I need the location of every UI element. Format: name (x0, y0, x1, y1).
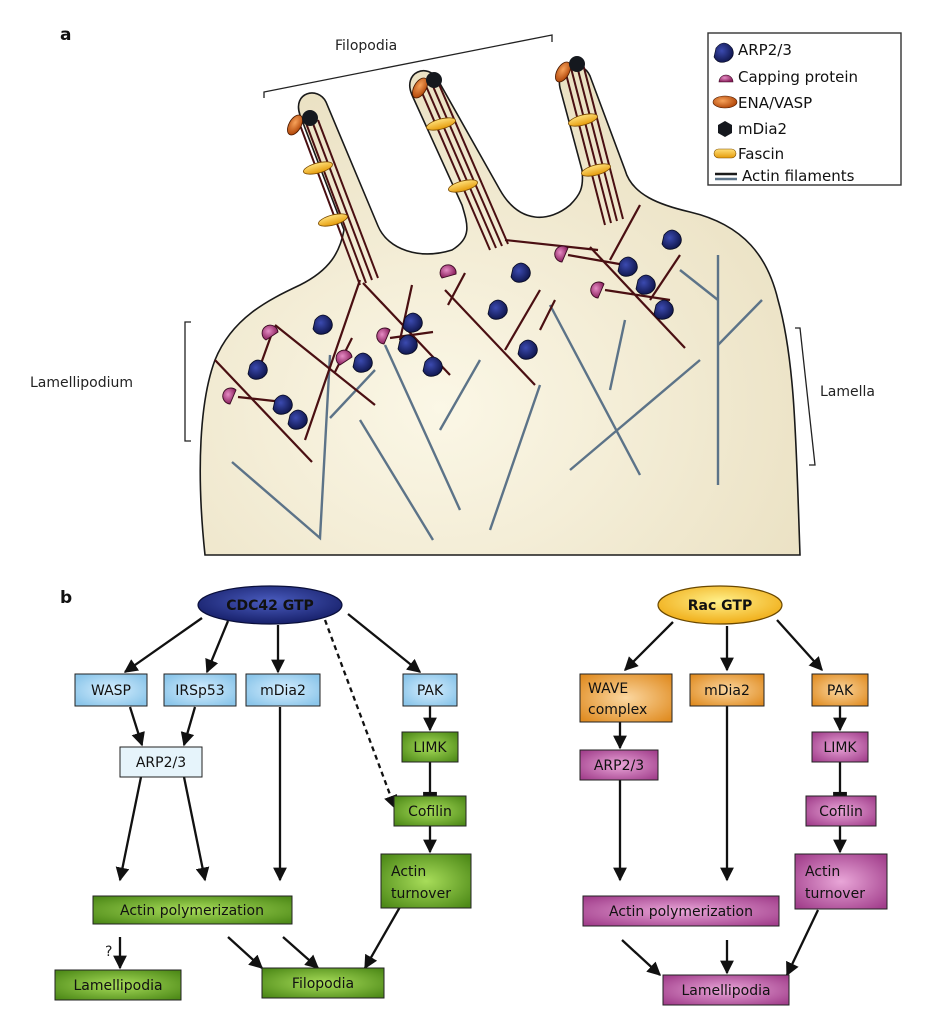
cofilin-label-rac: Cofilin (819, 804, 863, 820)
lamella-annotation: Lamella (820, 384, 875, 400)
pak-node-cdc42 (402, 673, 458, 707)
arp23-label-rac: ARP2/3 (594, 758, 644, 774)
wave-complex-label-1: WAVE (588, 681, 628, 697)
actin-polymerization-box-cdc42 (92, 895, 293, 925)
rac-gtp-node (657, 585, 783, 625)
filopodia-label-cdc42: Filopodia (292, 976, 354, 992)
cdc42-pathway: CDC42 GTP ? (54, 585, 472, 1001)
actin-turnover-label-2-rac: turnover (805, 886, 865, 902)
pak-label-rac: PAK (827, 683, 854, 699)
capping-proteins (222, 245, 605, 405)
lamellipodia-label-cdc42: Lamellipodia (73, 978, 162, 994)
fascin-markers (303, 113, 611, 227)
actin-turnover-node-cdc42 (380, 853, 472, 909)
legend-box (707, 32, 902, 186)
filopodia-tips (287, 56, 585, 136)
cdc42-gtp-node (197, 585, 343, 625)
edge-irsp53-arp23 (180, 706, 197, 747)
lamellipodium-annotation: Lamellipodium (30, 375, 133, 391)
legend-label-fascin: Fascin (738, 145, 784, 163)
actin-turnover-label-2-cdc42: turnover (391, 886, 451, 902)
cofilin-label-cdc42: Cofilin (408, 804, 452, 820)
ena-vasp-icon (712, 95, 738, 109)
mdia2-node-rac (689, 673, 765, 707)
legend-label-ena-vasp: ENA/VASP (738, 94, 812, 112)
rac-pathway: Rac GTP WAVE complex mDia2 PAK (579, 585, 888, 1006)
panel-b: b CDC42 GTP (54, 585, 888, 1006)
panel-a: a Filopodia Lamellipodium Lamella (30, 25, 902, 556)
lamellipodia-node-cdc42 (54, 969, 182, 1001)
wave-complex-label-2: complex (588, 702, 647, 718)
edge-cdc42-wasp (123, 617, 203, 673)
limk-node-cdc42 (401, 731, 459, 763)
question-mark: ? (105, 944, 112, 960)
cofilin-node-rac (805, 795, 877, 827)
panel-b-label: b (60, 588, 72, 608)
actin-polymerization-label-rac: Actin polymerization (609, 904, 753, 920)
edge-rac-pak (776, 619, 823, 672)
arp23-complexes (247, 229, 682, 430)
edge-wasp-arp23 (128, 706, 145, 747)
limk-node-rac (811, 731, 869, 763)
pak-node-rac (811, 673, 869, 707)
filopodia-actin-bundles (299, 63, 624, 286)
actin-polymerization-label-cdc42: Actin polymerization (120, 903, 264, 919)
pak-label-cdc42: PAK (417, 683, 444, 699)
edge-actinpoly-filopodia-1 (227, 936, 264, 969)
mdia2-node-cdc42 (245, 673, 321, 707)
capping-protein-icon (718, 74, 734, 83)
lamella-bracket (795, 327, 816, 466)
wasp-label: WASP (91, 683, 131, 699)
actin-turnover-label-1-cdc42: Actin (391, 864, 426, 880)
rac-gtp-label: Rac GTP (688, 598, 752, 614)
cdc42-gtp-label: CDC42 GTP (226, 598, 314, 614)
legend-label-mdia2: mDia2 (738, 120, 787, 138)
edge-actinpoly-lamellipodia-rac-1 (621, 939, 662, 976)
actin-filaments-icon (715, 172, 737, 181)
actin-turnover-node-rac (794, 853, 888, 910)
edge-turnover-lamellipodia-rac (785, 909, 820, 977)
old-actin-network (231, 255, 763, 541)
mdia2-label-rac: mDia2 (704, 683, 750, 699)
arp23-node-rac (579, 749, 659, 781)
edge-cdc42-pak (347, 613, 422, 673)
edge-cdc42-irsp53 (205, 620, 230, 674)
new-actin-network (214, 204, 686, 463)
lamellipodium-bracket (184, 321, 191, 442)
filopodia-node-cdc42 (261, 967, 385, 999)
edge-actinpoly-filopodia-2 (282, 936, 320, 969)
cofilin-node-cdc42 (393, 795, 467, 827)
edge-rac-wave (624, 621, 674, 671)
filopodia-bracket (263, 34, 553, 98)
edge-arp23-actinpoly-1 (115, 776, 143, 882)
mdia2-label-cdc42: mDia2 (260, 683, 306, 699)
arp23-label-cdc42: ARP2/3 (136, 755, 186, 771)
fascin-icon (713, 148, 737, 159)
wasp-node (74, 673, 148, 707)
legend-label-capping-protein: Capping protein (738, 68, 858, 86)
mdia2-icon (718, 121, 732, 137)
limk-label-rac: LIMK (823, 740, 857, 756)
panel-a-label: a (60, 25, 71, 45)
arp23-icon (713, 42, 734, 63)
wave-complex-node (579, 673, 673, 723)
legend-label-actin-filaments: Actin filaments (742, 167, 855, 185)
edge-arp23-actinpoly-2 (182, 776, 210, 882)
legend-label-arp23: ARP2/3 (738, 41, 792, 59)
lamellipodia-node-rac (662, 974, 790, 1006)
filopodia-annotation: Filopodia (335, 38, 397, 54)
actin-turnover-label-1-rac: Actin (805, 864, 840, 880)
edge-cdc42-cofilin-dashed (323, 619, 398, 810)
arp23-node-cdc42 (119, 746, 203, 778)
legend: ARP2/3 Capping protein ENA/VASP mDia2 Fa… (707, 32, 902, 186)
irsp53-node (163, 673, 237, 707)
lamellipodia-label-rac: Lamellipodia (681, 983, 770, 999)
actin-polymerization-node-rac (582, 895, 780, 927)
irsp53-label: IRSp53 (175, 683, 224, 699)
limk-label-cdc42: LIMK (413, 740, 447, 756)
